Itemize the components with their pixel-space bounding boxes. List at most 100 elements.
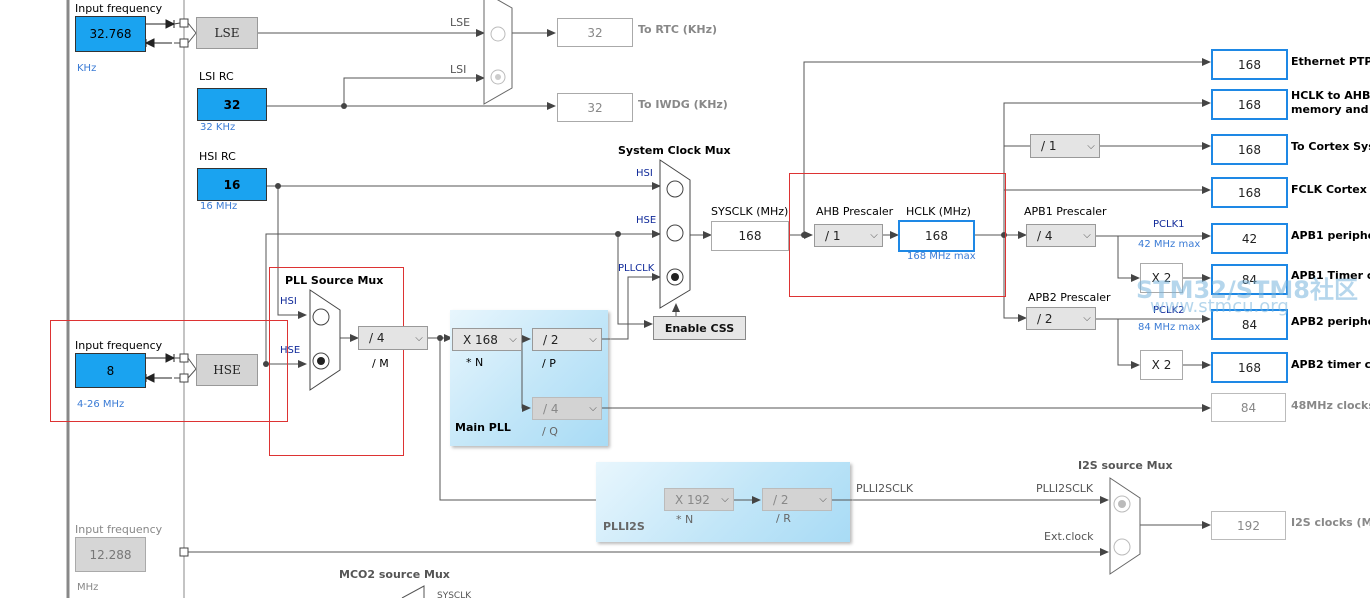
system-clock-mux[interactable] — [659, 159, 691, 309]
plli2s-r-divider[interactable]: / 2 ⌵ — [762, 488, 832, 511]
chevron-down-icon: ⌵ — [509, 334, 517, 345]
pclk1-label: PCLK1 — [1153, 219, 1185, 230]
cortex-divider-select[interactable]: / 1 ⌵ — [1030, 134, 1100, 158]
plli2s-n-value: X 192 — [675, 492, 710, 507]
pll-source-highlight — [269, 267, 404, 456]
sys-mux-hsi-label: HSI — [636, 168, 653, 179]
ext-input-frequency-field[interactable]: 12.288 — [75, 537, 146, 572]
apb2-peripheral-label: APB2 peripher — [1291, 315, 1370, 328]
ahb-prescaler-label: AHB Prescaler — [816, 205, 894, 218]
hsi-title: HSI RC — [199, 150, 236, 163]
hse-block: HSE — [196, 354, 258, 386]
pll-m-divider[interactable]: / 4⌵ — [358, 326, 428, 350]
pll-m-value: / 4 — [369, 331, 385, 345]
chevron-down-icon: ⌵ — [870, 230, 878, 241]
apb2-peripheral-value: 84 — [1211, 309, 1288, 340]
i2s-mux-plli2sclk-label: PLLI2SCLK — [1036, 482, 1094, 495]
pll-q-divider[interactable]: / 4⌵ — [532, 397, 602, 420]
ethernet-ptp-label: Ethernet PTP c — [1291, 55, 1370, 68]
hclk-field[interactable]: 168 — [898, 220, 975, 252]
i2s-clocks-label: I2S clocks (MH — [1291, 516, 1370, 529]
hsi-value: 16 — [197, 168, 267, 201]
iwdg-output-value: 32 — [557, 93, 633, 122]
plli2s-title: PLLI2S — [603, 520, 645, 533]
apb1-peripheral-label: APB1 peripher — [1291, 229, 1370, 242]
pll-source-mux-title: PLL Source Mux — [285, 274, 384, 287]
pll-src-hse-label: HSE — [280, 345, 301, 356]
ext-input-frequency-label: Input frequency — [75, 523, 163, 536]
pll-source-mux[interactable] — [309, 289, 341, 391]
enable-css-button[interactable]: Enable CSS — [653, 316, 746, 340]
hse-highlight — [50, 320, 288, 422]
apb2-prescaler-value: / 2 — [1037, 311, 1053, 326]
chevron-down-icon: ⌵ — [819, 494, 827, 505]
apb1-timer-label: APB1 Timer clo — [1291, 269, 1370, 282]
hclk-max: 168 MHz max — [907, 251, 976, 262]
chevron-down-icon: ⌵ — [1083, 313, 1091, 324]
ahb-highlight — [789, 173, 1006, 297]
lse-block: LSE — [196, 17, 258, 49]
pll-n-multiplier[interactable]: X 168 ⌵ — [452, 328, 522, 351]
rtc-mux-lse-label: LSE — [450, 16, 471, 29]
chevron-down-icon: ⌵ — [589, 403, 597, 414]
apb2-prescaler-select[interactable]: / 2 ⌵ — [1026, 307, 1096, 330]
apb1-prescaler-value: / 4 — [1037, 228, 1053, 243]
apb1-peripheral-value: 42 — [1211, 223, 1288, 254]
iwdg-output-label: To IWDG (KHz) — [638, 98, 728, 111]
watermark-line1: STM32/STM8社区 — [1136, 276, 1358, 304]
apb2-timer-multiplier: X 2 — [1140, 350, 1183, 380]
chevron-down-icon: ⌵ — [721, 494, 729, 505]
apb2-timer-value: 168 — [1211, 352, 1288, 383]
ahb-prescaler-value: / 1 — [825, 228, 841, 243]
i2s-mux-ext-label: Ext.clock — [1044, 530, 1094, 543]
apb1-max: 42 MHz max — [1138, 239, 1201, 250]
apb2-max: 84 MHz max — [1138, 322, 1201, 333]
hse-input-frequency-field[interactable]: 8 — [75, 353, 146, 388]
pll-p-divider[interactable]: / 2⌵ — [532, 328, 602, 351]
hclk-ahb-label-line2: memory and D — [1291, 103, 1370, 116]
sys-mux-pllclk-label: PLLCLK — [618, 263, 655, 274]
mco2-sysclk-label: SYSCLK — [437, 591, 472, 601]
hse-range: 4-26 MHz — [77, 399, 125, 410]
pll-src-hsi-label: HSI — [280, 296, 297, 307]
48mhz-clocks-label: 48MHz clocks — [1291, 399, 1370, 412]
i2s-source-mux[interactable] — [1109, 477, 1141, 575]
main-pll-title: Main PLL — [455, 421, 511, 434]
plli2s-n-multiplier[interactable]: X 192 ⌵ — [664, 488, 734, 511]
48mhz-clocks-value: 84 — [1211, 393, 1286, 422]
i2s-source-mux-title: I2S source Mux — [1078, 459, 1173, 472]
lse-input-frequency-field[interactable]: 32.768 — [75, 16, 146, 52]
apb1-prescaler-select[interactable]: / 4 ⌵ — [1026, 224, 1096, 247]
hclk-label: HCLK (MHz) — [906, 205, 971, 218]
plli2s-n-label: * N — [676, 513, 694, 526]
chevron-down-icon: ⌵ — [1083, 230, 1091, 241]
plli2s-r-label: / R — [776, 512, 791, 525]
ext-input-unit: MHz — [77, 582, 99, 593]
chevron-down-icon: ⌵ — [1087, 140, 1095, 152]
apb2-timer-label: APB2 timer clo — [1291, 358, 1370, 371]
rtc-mux[interactable] — [483, 0, 513, 105]
rtc-output-value: 32 — [557, 18, 633, 47]
pll-p-label: / P — [542, 357, 556, 370]
rtc-mux-lsi-label: LSI — [450, 63, 467, 76]
fclk-label: FCLK Cortex cl — [1291, 183, 1370, 196]
pll-m-label: / M — [372, 357, 389, 370]
hclk-ahb-value: 168 — [1211, 89, 1288, 120]
fclk-value: 168 — [1211, 177, 1288, 208]
ahb-prescaler-select[interactable]: / 1 ⌵ — [814, 224, 883, 247]
chevron-down-icon: ⌵ — [589, 334, 597, 345]
sysclk-value: 168 — [711, 221, 789, 251]
i2s-clocks-value: 192 — [1211, 511, 1286, 540]
system-clock-mux-title: System Clock Mux — [618, 144, 731, 157]
lsi-unit: 32 KHz — [200, 122, 236, 133]
hsi-unit: 16 MHz — [200, 201, 238, 212]
hse-input-frequency-label: Input frequency — [75, 339, 163, 352]
cortex-divider-value: / 1 — [1041, 139, 1057, 153]
lse-input-frequency-label: Input frequency — [75, 2, 163, 15]
apb1-timer-value: 84 — [1211, 264, 1288, 295]
plli2s-r-value: / 2 — [773, 492, 789, 507]
lsi-value: 32 — [197, 88, 267, 121]
pll-n-value: X 168 — [463, 332, 498, 347]
pll-q-label: / Q — [542, 425, 558, 438]
